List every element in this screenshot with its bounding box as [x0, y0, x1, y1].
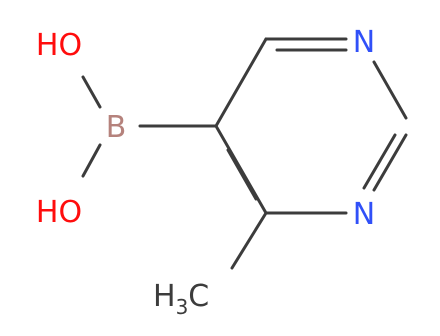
bond-b-o-top — [81, 75, 102, 109]
bond-c4-c5 — [214, 124, 268, 215]
oxygen-top-label: HO — [36, 28, 82, 63]
boron-label: B — [106, 110, 127, 145]
bond-c2-n3-inner — [362, 133, 397, 190]
bond-b-o-bottom — [81, 143, 102, 178]
bonds — [81, 37, 408, 270]
bond-c5-c6 — [214, 37, 268, 128]
bond-c4-methyl — [230, 211, 268, 270]
bond-c4-c5-inner — [226, 148, 258, 201]
methyl-label: H3C — [153, 279, 209, 319]
methyl-c: C — [188, 279, 209, 314]
bond-c2-n3 — [372, 133, 408, 192]
nitrogen-top-label: N — [353, 25, 375, 60]
bond-n1-c2 — [372, 60, 408, 120]
methyl-subscript: 3 — [176, 295, 189, 319]
methyl-h: H — [153, 279, 176, 314]
oxygen-bottom-label: HO — [36, 195, 82, 230]
nitrogen-bottom-label: N — [353, 197, 375, 232]
